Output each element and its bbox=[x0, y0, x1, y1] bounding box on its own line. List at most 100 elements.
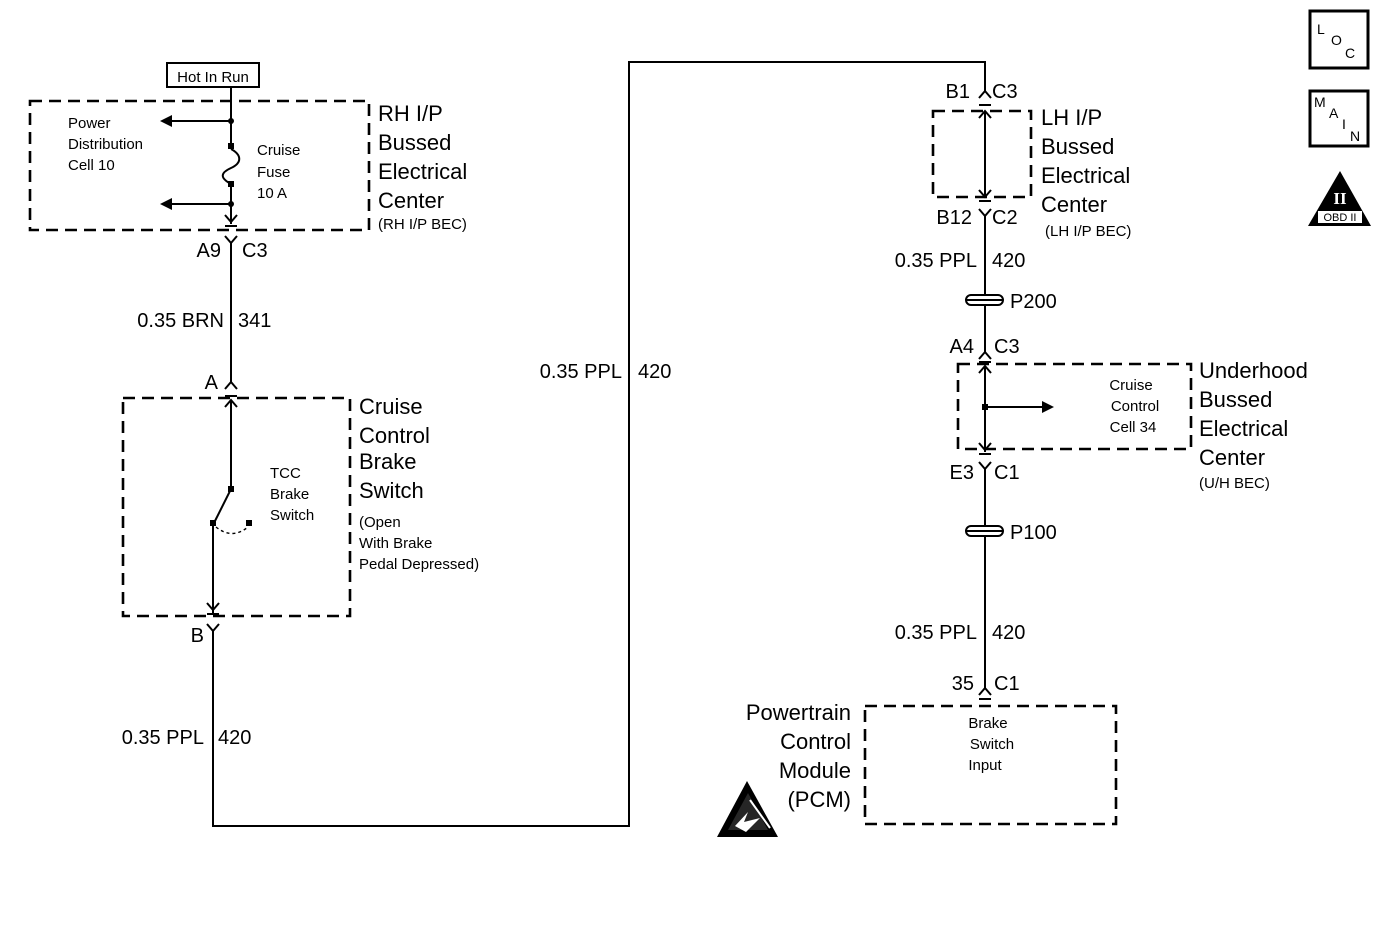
rh-bec-title-line3: Electrical bbox=[378, 159, 467, 184]
power-distribution-line1: Power bbox=[68, 115, 111, 132]
rh-bec-title-line2: Bussed bbox=[378, 130, 451, 155]
connector-a4-c3: A4 C3 bbox=[950, 336, 1020, 360]
obd-ii-numeral: II bbox=[1333, 189, 1347, 208]
connector-a9-c3: A9 C3 bbox=[197, 235, 268, 262]
uh-cell-line2: Control bbox=[1111, 398, 1159, 415]
rh-bec-title-line4: Center bbox=[378, 188, 444, 213]
esd-warning-icon bbox=[717, 781, 778, 837]
main-icon-letter-n: N bbox=[1350, 128, 1360, 144]
lh-bec-title-line1: LH I/P bbox=[1041, 105, 1102, 130]
pcm-conn: C1 bbox=[994, 673, 1020, 695]
lh-bot-conn: C2 bbox=[992, 207, 1018, 229]
lh-bec-title-line3: Electrical bbox=[1041, 163, 1130, 188]
wire-420-mid-gauge: 0.35 PPL bbox=[540, 361, 622, 383]
pin-a-label: A bbox=[205, 372, 219, 394]
wire-420-left-circuit: 420 bbox=[218, 727, 251, 749]
brake-switch-note-line3: Pedal Depressed) bbox=[359, 556, 479, 573]
cruise-fuse-line1: Cruise bbox=[257, 142, 300, 159]
connector-pin: A9 bbox=[197, 240, 221, 262]
pcm-pin: 35 bbox=[952, 673, 974, 695]
pin-b-label: B bbox=[191, 625, 204, 647]
wire-341-circuit: 341 bbox=[238, 310, 271, 332]
connector-id: C3 bbox=[242, 240, 268, 262]
splice-p200: P200 bbox=[965, 291, 1057, 313]
hot-in-run-text: Hot In Run bbox=[177, 69, 249, 86]
splice-p100-label: P100 bbox=[1010, 522, 1057, 544]
rh-bec-abbr: (RH I/P BEC) bbox=[378, 216, 467, 233]
pcm-title-line3: Module bbox=[779, 758, 851, 783]
pcm-title-line4: (PCM) bbox=[787, 787, 851, 812]
lh-bec-abbr: (LH I/P BEC) bbox=[1045, 223, 1131, 240]
rh-ip-bec-boundary bbox=[28, 99, 371, 232]
connector-b1-c3: B1 C3 bbox=[946, 81, 1018, 103]
connector-b12-c2: B12 C2 bbox=[936, 207, 1017, 229]
tcc-switch-line1: TCC bbox=[270, 465, 301, 482]
uh-bot-conn: C1 bbox=[994, 462, 1020, 484]
hot-in-run-label: Hot In Run bbox=[166, 62, 260, 88]
lh-ip-bec bbox=[931, 104, 1033, 202]
brake-switch-note-line1: (Open bbox=[359, 514, 401, 531]
main-icon-letter-m: M bbox=[1314, 94, 1326, 110]
lh-bec-title-line4: Center bbox=[1041, 192, 1107, 217]
splice-p100: P100 bbox=[965, 522, 1057, 544]
connector-e3-c1: E3 C1 bbox=[950, 461, 1020, 484]
uh-bec-abbr: (U/H BEC) bbox=[1199, 475, 1270, 492]
connector-35-c1: 35 C1 bbox=[952, 673, 1020, 696]
pcm-input-line1: Brake bbox=[968, 715, 1007, 732]
wire-341-gauge: 0.35 BRN bbox=[137, 310, 224, 332]
rh-ip-bec: Power Distribution Cell 10 Cruise Fuse 1… bbox=[28, 99, 371, 232]
lh-bot-pin: B12 bbox=[936, 207, 972, 229]
rh-bec-title-line1: RH I/P bbox=[378, 101, 443, 126]
connector-b: B bbox=[191, 623, 220, 647]
main-icon-letter-a: A bbox=[1329, 105, 1339, 121]
tcc-switch-line3: Switch bbox=[270, 507, 314, 524]
uh-bec-title-line4: Center bbox=[1199, 445, 1265, 470]
uh-cell-line1: Cruise bbox=[1109, 377, 1152, 394]
loc-icon-letter-o: O bbox=[1331, 32, 1342, 48]
wire-420-r2-circuit: 420 bbox=[992, 622, 1025, 644]
cruise-fuse-line2: Fuse bbox=[257, 164, 290, 181]
wire-420-left-gauge: 0.35 PPL bbox=[122, 727, 204, 749]
loc-icon-letter-c: C bbox=[1345, 45, 1355, 61]
underhood-bec-boundary bbox=[956, 362, 1193, 451]
tcc-switch-line2: Brake bbox=[270, 486, 309, 503]
wire-420-r1-circuit: 420 bbox=[992, 250, 1025, 272]
lh-bec-title-line2: Bussed bbox=[1041, 134, 1114, 159]
main-icon[interactable]: M A I N bbox=[1308, 89, 1370, 148]
wire-420-r2-gauge: 0.35 PPL bbox=[895, 622, 977, 644]
pcm-input-line2: Switch bbox=[970, 736, 1014, 753]
obd-ii-icon: II OBD II bbox=[1308, 171, 1371, 226]
brake-switch-title-line1: Cruise bbox=[359, 394, 423, 419]
pcm-title-line1: Powertrain bbox=[746, 700, 851, 725]
power-distribution-line3: Cell 10 bbox=[68, 157, 115, 174]
lh-ip-bec-boundary bbox=[931, 109, 1033, 199]
brake-switch-title-line2: Control bbox=[359, 423, 430, 448]
brake-switch-boundary bbox=[121, 396, 352, 618]
pcm: Brake Switch Input bbox=[863, 698, 1118, 826]
uh-bec-title-line1: Underhood bbox=[1199, 358, 1308, 383]
wire-420-run bbox=[212, 61, 986, 827]
cruise-fuse-line3: 10 A bbox=[257, 185, 287, 202]
underhood-bec: Cruise Control Cell 34 bbox=[956, 361, 1193, 455]
brake-switch-title-line4: Switch bbox=[359, 478, 424, 503]
uh-top-pin: A4 bbox=[950, 336, 974, 358]
uh-bec-title-line2: Bussed bbox=[1199, 387, 1272, 412]
obd-ii-label: OBD II bbox=[1323, 212, 1356, 224]
pcm-boundary bbox=[863, 704, 1118, 826]
uh-bot-pin: E3 bbox=[950, 462, 974, 484]
loc-icon-letter-l: L bbox=[1317, 21, 1325, 37]
pcm-title-line2: Control bbox=[780, 729, 851, 754]
wire-420-mid-circuit: 420 bbox=[638, 361, 671, 383]
uh-top-conn: C3 bbox=[994, 336, 1020, 358]
cruise-control-brake-switch: TCC Brake Switch bbox=[121, 395, 352, 618]
power-distribution-line2: Distribution bbox=[68, 136, 143, 153]
loc-icon[interactable]: L O C bbox=[1308, 9, 1370, 70]
pcm-input-line3: Input bbox=[968, 757, 1002, 774]
lh-top-conn: C3 bbox=[992, 81, 1018, 103]
main-icon-letter-i: I bbox=[1342, 116, 1346, 132]
lh-top-pin: B1 bbox=[946, 81, 970, 103]
uh-bec-title-line3: Electrical bbox=[1199, 416, 1288, 441]
splice-p200-label: P200 bbox=[1010, 291, 1057, 313]
wire-420-r1-gauge: 0.35 PPL bbox=[895, 250, 977, 272]
